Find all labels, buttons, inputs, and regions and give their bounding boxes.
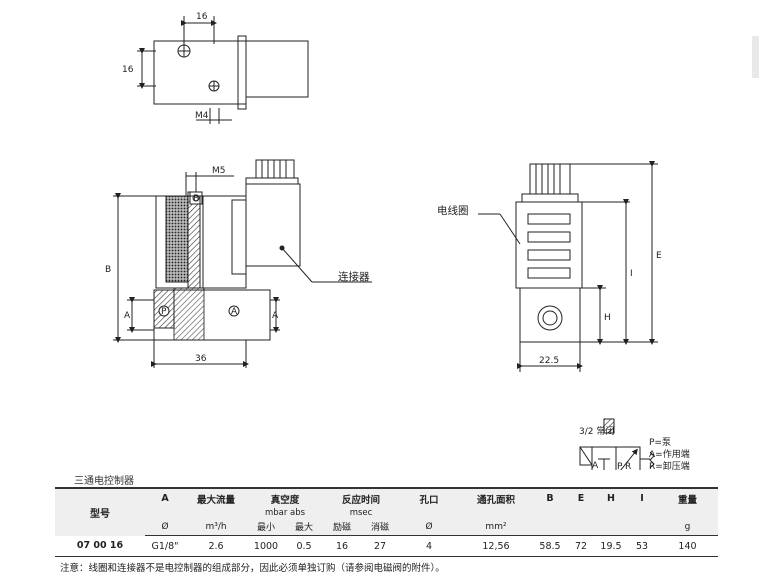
sub-time-on: 励磁 [323, 518, 361, 536]
side-dim-width: 36 [195, 354, 207, 364]
cell-weight: 140 [657, 535, 718, 557]
front-dim-h: H [604, 313, 611, 323]
cell-time-on: 16 [323, 535, 361, 557]
top-dim-height: 16 [122, 65, 134, 75]
sub-area-unit: mm² [459, 518, 533, 536]
technical-drawing: 16 16 M4 [105, 12, 662, 470]
footnote: 注意：线圈和连接器不是电控制器的组成部分，因此必须单独订购（请参阅电磁阀的附件）… [60, 563, 445, 574]
header-vacuum: 真空度 [247, 488, 323, 508]
front-view [478, 161, 658, 372]
header-time-unit: msec [323, 508, 399, 518]
port-p-label: P [161, 307, 167, 317]
port-b-label: B [193, 194, 199, 204]
header-vacuum-unit: mbar abs [247, 508, 323, 518]
front-dim-e: E [656, 251, 662, 261]
table-subheader-row: Ø m³/h 最小 最大 励磁 消磁 Ø mm² g [55, 518, 718, 536]
coil-label: 电线圈 [437, 204, 469, 217]
cell-flow: 2.6 [185, 535, 247, 557]
header-h: H [595, 488, 627, 508]
port-a-label: A [231, 307, 238, 317]
side-dim-a-right: A [272, 311, 279, 321]
header-e: E [567, 488, 595, 508]
scheme-port-r: R [625, 462, 631, 470]
cell-h: 19.5 [595, 535, 627, 557]
header-response-time: 反应时间 [323, 488, 399, 508]
spec-table: 型号 A 最大流量 真空度 反应时间 孔口 通孔面积 B E H I 重量 mb… [55, 487, 718, 557]
front-dim-width: 22.5 [539, 356, 559, 366]
sub-time-off: 消磁 [361, 518, 399, 536]
legend-a: A=作用端 [649, 450, 690, 460]
scheme-port-a: A [592, 461, 599, 470]
sub-orifice-dia: Ø [399, 518, 459, 536]
front-dim-i: I [630, 269, 633, 279]
side-scroll-tab [752, 36, 759, 78]
scheme-port-p: P [617, 462, 623, 470]
legend-r: R=卸压端 [649, 462, 690, 472]
valve-scheme-symbol [579, 418, 655, 470]
sub-flow-unit: m³/h [185, 518, 247, 536]
header-max-flow: 最大流量 [185, 488, 247, 508]
header-model: 型号 [55, 488, 145, 536]
header-weight: 重量 [657, 488, 718, 508]
section-title: 三通电控制器 [74, 476, 134, 487]
cell-time-off: 27 [361, 535, 399, 557]
cell-e: 72 [567, 535, 595, 557]
side-dim-a: A [124, 311, 131, 321]
top-dim-width: 16 [196, 12, 208, 22]
cell-vac-min: 1000 [247, 535, 285, 557]
side-view [113, 159, 372, 368]
top-view [137, 16, 309, 124]
legend-p: P=泵 [649, 438, 671, 448]
sub-vac-max: 最大 [285, 518, 323, 536]
cell-a: G1/8" [145, 535, 185, 557]
table-unit-row: mbar abs msec [55, 508, 718, 518]
connector-label: 连接器 [338, 270, 370, 283]
top-thread-label: M4 [195, 111, 209, 121]
header-area: 通孔面积 [459, 488, 533, 508]
scheme-title: 3/2 常闭 [579, 427, 615, 437]
sub-weight-unit: g [657, 518, 718, 536]
cell-area: 12,56 [459, 535, 533, 557]
table-row: 07 00 16 G1/8" 2.6 1000 0.5 16 27 4 12,5… [55, 535, 718, 557]
cell-vac-max: 0.5 [285, 535, 323, 557]
cell-orifice: 4 [399, 535, 459, 557]
side-dim-b: B [105, 265, 111, 275]
header-i: I [627, 488, 657, 508]
cell-i: 53 [627, 535, 657, 557]
header-orifice: 孔口 [399, 488, 459, 508]
side-thread-label: M5 [212, 166, 226, 176]
header-b: B [533, 488, 567, 508]
header-a: A [145, 488, 185, 508]
sub-vac-min: 最小 [247, 518, 285, 536]
cell-model: 07 00 16 [55, 535, 145, 557]
sub-a-dia: Ø [145, 518, 185, 536]
table-header-row: 型号 A 最大流量 真空度 反应时间 孔口 通孔面积 B E H I 重量 [55, 488, 718, 536]
cell-b: 58.5 [533, 535, 567, 557]
